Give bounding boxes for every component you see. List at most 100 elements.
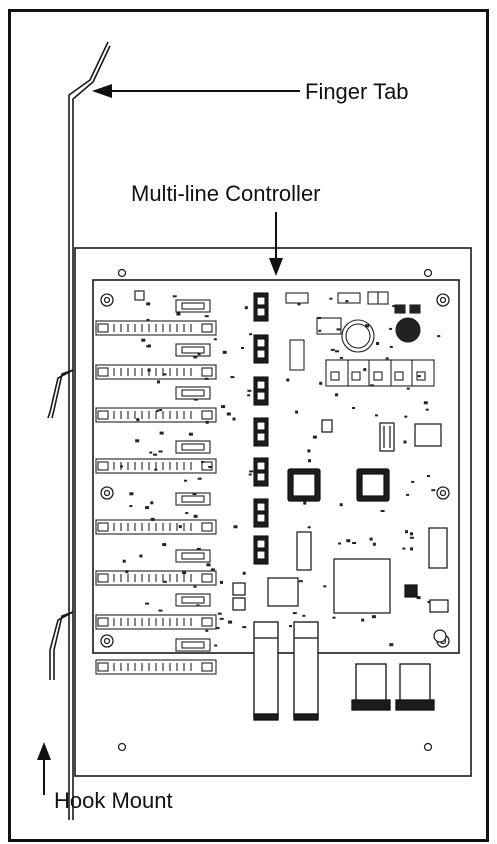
smd-component	[159, 431, 164, 435]
smd-component	[329, 297, 333, 300]
smd-component	[219, 617, 224, 620]
smd-component	[162, 580, 167, 583]
hook-mount-label: Hook Mount	[54, 788, 173, 813]
smd-component	[146, 318, 150, 321]
smd-component	[312, 435, 317, 439]
smd-component	[129, 505, 133, 508]
plate-mount-holes	[117, 268, 433, 752]
smd-component	[437, 335, 441, 338]
smd-component	[176, 312, 181, 316]
smd-component	[307, 449, 311, 453]
smd-component	[226, 412, 231, 416]
smd-component	[247, 389, 252, 392]
smd-component	[370, 384, 374, 387]
smd-component	[332, 616, 336, 619]
edge-connector	[95, 407, 217, 423]
header-clip	[175, 386, 211, 400]
smd-component	[380, 510, 385, 512]
smd-component	[416, 596, 421, 600]
smd-component	[339, 356, 343, 359]
rj-jacks	[351, 663, 435, 711]
multi-line-controller-board	[92, 279, 460, 721]
smd-component	[345, 300, 349, 303]
header-clip	[175, 440, 211, 454]
smd-component	[289, 625, 292, 628]
edge-connector	[95, 320, 217, 336]
smd-component	[369, 537, 373, 541]
smd-component	[302, 614, 306, 617]
smd-component	[214, 644, 218, 647]
smd-component	[249, 470, 254, 473]
smd-component	[145, 602, 150, 605]
header-clip	[175, 549, 211, 563]
edge-connector	[95, 364, 217, 380]
top-components	[285, 291, 435, 387]
smd-component	[215, 627, 220, 630]
edge-connector	[95, 519, 217, 535]
smd-component	[402, 547, 406, 550]
smd-component	[323, 585, 327, 588]
smd-component	[150, 501, 154, 505]
smd-component	[213, 338, 217, 341]
smd-component	[385, 357, 389, 360]
smd-component	[298, 580, 303, 583]
smd-component	[193, 356, 198, 359]
multi-line-controller-label: Multi-line Controller	[131, 181, 321, 206]
header-clip	[175, 638, 211, 652]
smd-component	[247, 394, 251, 397]
smd-component	[423, 401, 428, 405]
smd-component	[156, 409, 160, 412]
smd-component	[196, 604, 200, 607]
smd-component	[201, 460, 205, 463]
smd-component	[336, 328, 341, 331]
smd-component	[120, 465, 123, 468]
edge-connector	[95, 458, 217, 474]
smd-component	[335, 393, 338, 397]
line-connectors	[95, 320, 217, 675]
smd-component	[319, 381, 323, 385]
transformers	[253, 621, 319, 721]
header-clip	[175, 593, 211, 607]
smd-component	[352, 542, 357, 544]
smd-component	[185, 512, 189, 515]
smd-component	[376, 342, 379, 345]
finger-tab-label: Finger Tab	[305, 79, 409, 104]
smd-component	[248, 473, 252, 476]
smd-component	[150, 517, 155, 521]
smd-component	[295, 410, 299, 414]
smd-component	[146, 302, 151, 306]
smd-component	[146, 345, 150, 348]
smd-component	[192, 493, 197, 495]
smd-component	[286, 378, 290, 382]
smd-component	[211, 568, 215, 571]
edge-connector	[95, 659, 217, 675]
smd-component	[147, 344, 151, 348]
smd-component	[228, 620, 233, 624]
smd-component	[330, 348, 335, 351]
smd-component	[417, 375, 421, 378]
smd-component	[232, 417, 236, 421]
smd-component	[204, 315, 209, 318]
smd-component	[352, 407, 355, 409]
smd-component	[158, 450, 163, 453]
smd-component	[193, 585, 197, 588]
smd-component	[318, 329, 322, 332]
smd-component	[122, 559, 126, 563]
smd-component	[184, 479, 187, 482]
smd-component	[338, 542, 342, 545]
callout-arrows	[37, 84, 300, 795]
smd-component	[129, 492, 134, 496]
smd-component	[346, 539, 351, 543]
smd-component	[242, 626, 247, 629]
smd-component	[221, 405, 226, 409]
smd-component	[154, 468, 158, 471]
edge-connector	[95, 570, 217, 586]
smd-component	[178, 525, 182, 529]
smd-component	[406, 493, 410, 496]
smd-component	[375, 414, 378, 417]
smd-component	[153, 453, 157, 456]
smd-component	[389, 327, 393, 330]
smd-component	[292, 612, 297, 615]
smd-component	[242, 571, 246, 575]
